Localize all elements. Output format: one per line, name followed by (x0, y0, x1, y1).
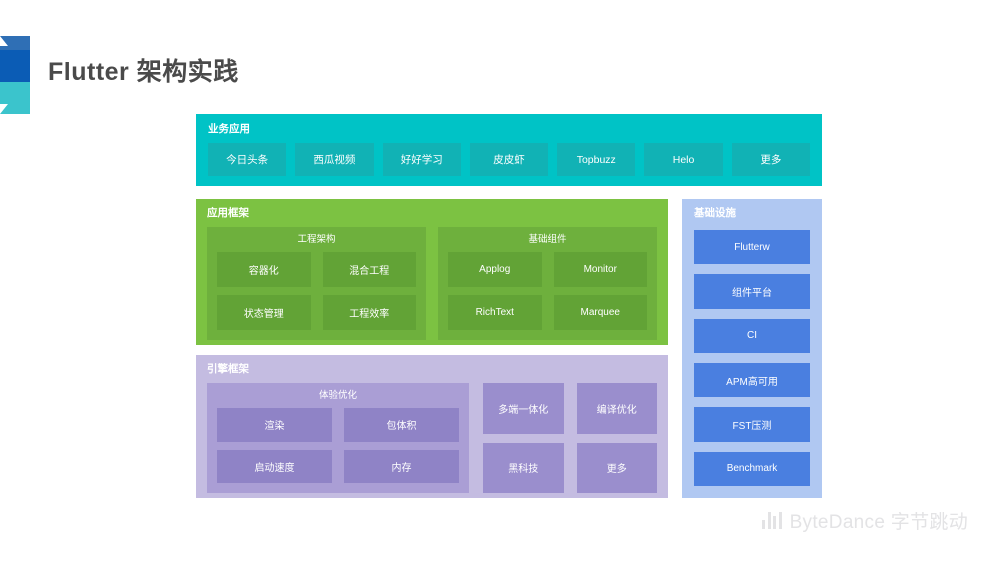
logo-band-middle (0, 50, 30, 82)
infrastructure-list: Flutterw 组件平台 CI APM高可用 FST压测 Benchmark (694, 227, 810, 486)
engine-card[interactable]: 黑科技 (483, 442, 564, 493)
engine-framework-cards: 多端一体化 编译优化 黑科技 更多 (483, 383, 657, 493)
engine-card[interactable]: 编译优化 (576, 383, 657, 434)
group-item[interactable]: 包体积 (344, 408, 459, 442)
infrastructure-chip[interactable]: Flutterw (694, 230, 810, 265)
group-items: 渲染 包体积 启动速度 内存 (217, 408, 459, 483)
group-item[interactable]: 容器化 (217, 252, 311, 287)
logo-edge-top (0, 36, 8, 46)
infrastructure-chip[interactable]: Benchmark (694, 451, 810, 486)
brand-name: ByteDance 字节跳动 (789, 512, 968, 533)
infrastructure-chip[interactable]: CI (694, 318, 810, 353)
corner-logo (0, 36, 30, 114)
group-items: 容器化 混合工程 状态管理 工程效率 (217, 252, 416, 330)
group-title: 基础组件 (528, 234, 567, 245)
section-label-engine-framework: 引擎框架 (207, 363, 249, 375)
group-experience-optimization: 体验优化 渲染 包体积 启动速度 内存 (207, 383, 469, 493)
page-title: Flutter 架构实践 (48, 58, 239, 86)
group-title: 体验优化 (318, 390, 357, 401)
group-item[interactable]: 内存 (344, 449, 459, 483)
engine-card[interactable]: 多端一体化 (483, 383, 564, 434)
logo-edge-bottom (0, 104, 8, 114)
group-base-components: 基础组件 Applog Monitor RichText Marquee (438, 227, 657, 340)
business-app-chip[interactable]: Helo (644, 143, 723, 176)
architecture-diagram: 业务应用 今日头条 西瓜视频 好好学习 皮皮虾 Topbuzz Helo 更多 … (196, 114, 822, 498)
group-item[interactable]: RichText (448, 295, 542, 330)
group-item[interactable]: Monitor (553, 252, 647, 287)
section-engine-framework: 引擎框架 体验优化 渲染 包体积 启动速度 内存 多端一体化 编译优化 (196, 355, 668, 498)
group-item[interactable]: 状态管理 (217, 295, 311, 330)
bytedance-logo: ByteDance 字节跳动 (762, 507, 968, 534)
section-label-app-framework: 应用框架 (207, 207, 249, 219)
business-app-chip[interactable]: 皮皮虾 (469, 143, 549, 176)
group-item[interactable]: 启动速度 (217, 449, 332, 483)
group-item[interactable]: Applog (448, 252, 542, 287)
business-app-chip[interactable]: Topbuzz (557, 143, 636, 176)
diagram-left-column: 应用框架 工程架构 容器化 混合工程 状态管理 工程效率 基础组件 (196, 199, 668, 498)
group-engineering-architecture: 工程架构 容器化 混合工程 状态管理 工程效率 (207, 227, 426, 340)
infrastructure-chip[interactable]: APM高可用 (694, 362, 810, 398)
section-app-framework: 应用框架 工程架构 容器化 混合工程 状态管理 工程效率 基础组件 (196, 199, 668, 345)
section-infrastructure: 基础设施 Flutterw 组件平台 CI APM高可用 FST压测 Bench… (682, 199, 822, 498)
engine-framework-content: 体验优化 渲染 包体积 启动速度 内存 多端一体化 编译优化 黑科技 更多 (207, 383, 657, 493)
business-app-list: 今日头条 西瓜视频 好好学习 皮皮虾 Topbuzz Helo 更多 (208, 143, 810, 176)
group-item[interactable]: 渲染 (217, 408, 332, 442)
section-business-applications: 业务应用 今日头条 西瓜视频 好好学习 皮皮虾 Topbuzz Helo 更多 (196, 114, 822, 186)
diagram-middle-row: 应用框架 工程架构 容器化 混合工程 状态管理 工程效率 基础组件 (196, 199, 822, 498)
group-item[interactable]: Marquee (553, 295, 647, 330)
business-app-chip[interactable]: 好好学习 (382, 143, 461, 176)
group-items: Applog Monitor RichText Marquee (448, 252, 647, 330)
business-app-chip[interactable]: 今日头条 (208, 143, 287, 176)
infrastructure-chip[interactable]: 组件平台 (694, 274, 810, 309)
group-item[interactable]: 混合工程 (322, 252, 416, 287)
section-label-infrastructure: 基础设施 (694, 207, 736, 219)
group-item[interactable]: 工程效率 (322, 295, 416, 330)
infrastructure-chip[interactable]: FST压测 (694, 407, 810, 442)
bar-chart-icon (762, 512, 782, 529)
section-label-business: 业务应用 (208, 123, 250, 135)
group-title: 工程架构 (297, 234, 336, 245)
business-app-chip[interactable]: 更多 (731, 143, 810, 176)
engine-card[interactable]: 更多 (576, 442, 657, 493)
business-app-chip[interactable]: 西瓜视频 (295, 143, 374, 176)
app-framework-groups: 工程架构 容器化 混合工程 状态管理 工程效率 基础组件 Applog Moni… (207, 227, 657, 340)
